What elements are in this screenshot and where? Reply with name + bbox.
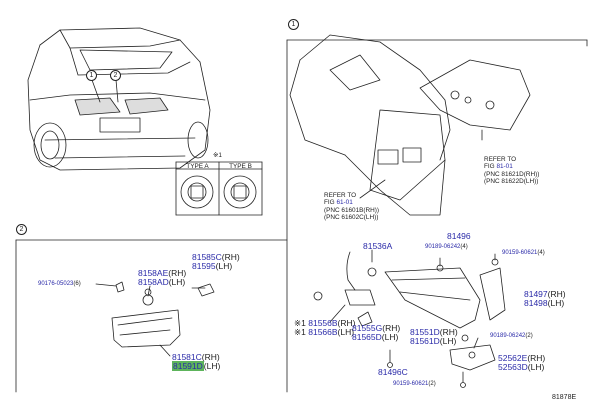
car-rear-illustration — [27, 27, 211, 171]
part-90176-05023[interactable]: 90176-05023(6) — [38, 281, 81, 287]
section-1-frame — [286, 39, 588, 393]
part-81585c[interactable]: 81585C(RH) — [192, 252, 240, 262]
callout-1: 1 — [86, 70, 97, 81]
type-note-mark: ※1 — [213, 152, 222, 159]
refer-note-lower: REFER TO FIG 61-01 (PNC 61601B(RH)) (PNC… — [324, 192, 380, 222]
part-8158ae[interactable]: 8158AE(RH) — [138, 268, 187, 278]
type-legend-art — [175, 161, 263, 216]
diagram-code: 81878E — [552, 394, 577, 401]
part-90189-06242-b[interactable]: 90189-06242(2) — [490, 333, 533, 339]
type-a-label: TYPE A — [186, 163, 209, 170]
part-52562e[interactable]: 52562E(RH) — [498, 353, 546, 363]
socket-wire-art — [313, 249, 377, 327]
section-marker-1: 1 — [288, 19, 299, 30]
part-81536a[interactable]: 81536A — [363, 241, 393, 251]
bracket-art — [387, 337, 496, 388]
part-81551d[interactable]: 81551D(RH) — [410, 327, 458, 337]
part-90189-06242-a[interactable]: 90189-06242(4) — [425, 244, 468, 250]
part-90159-60621-a[interactable]: 90159-60621(4) — [502, 250, 545, 256]
body-panel-art — [289, 34, 451, 216]
part-81595[interactable]: 81595(LH) — [192, 261, 233, 271]
part-81561d[interactable]: 81561D(LH) — [410, 336, 457, 346]
part-81497[interactable]: 81497(RH) — [524, 289, 566, 299]
part-81556b[interactable]: ※1 81556B(RH) — [294, 318, 356, 328]
part-90159-60621-b[interactable]: 90159-60621(2) — [393, 381, 436, 387]
refer-note-upper: REFER TO FIG 81-01 (PNC 81621D(RH)) (PNC… — [484, 156, 540, 186]
part-81498[interactable]: 81498(LH) — [524, 298, 565, 308]
part-81591d[interactable]: 81591D(LH) — [172, 361, 221, 371]
part-8158ad[interactable]: 8158AD(LH) — [138, 277, 186, 287]
outer-lamp-lower-art — [384, 253, 506, 342]
part-81555g[interactable]: 81555G(RH) — [352, 323, 401, 333]
inner-lamp-art — [95, 281, 215, 357]
part-81581c[interactable]: 81581C(RH) — [172, 352, 220, 362]
part-81566b[interactable]: ※1 81566B(LH) — [294, 327, 355, 337]
part-52563d[interactable]: 52563D(LH) — [498, 362, 545, 372]
outer-lamp-upper-art — [419, 59, 531, 141]
type-b-label: TYPE B — [229, 163, 252, 170]
part-81496c[interactable]: 81496C — [378, 367, 408, 377]
section-2-frame — [15, 239, 288, 393]
section-marker-2: 2 — [16, 224, 27, 235]
callout-2: 2 — [110, 70, 121, 81]
part-81565d[interactable]: 81565D(LH) — [352, 332, 399, 342]
part-81496[interactable]: 81496 — [447, 231, 471, 241]
